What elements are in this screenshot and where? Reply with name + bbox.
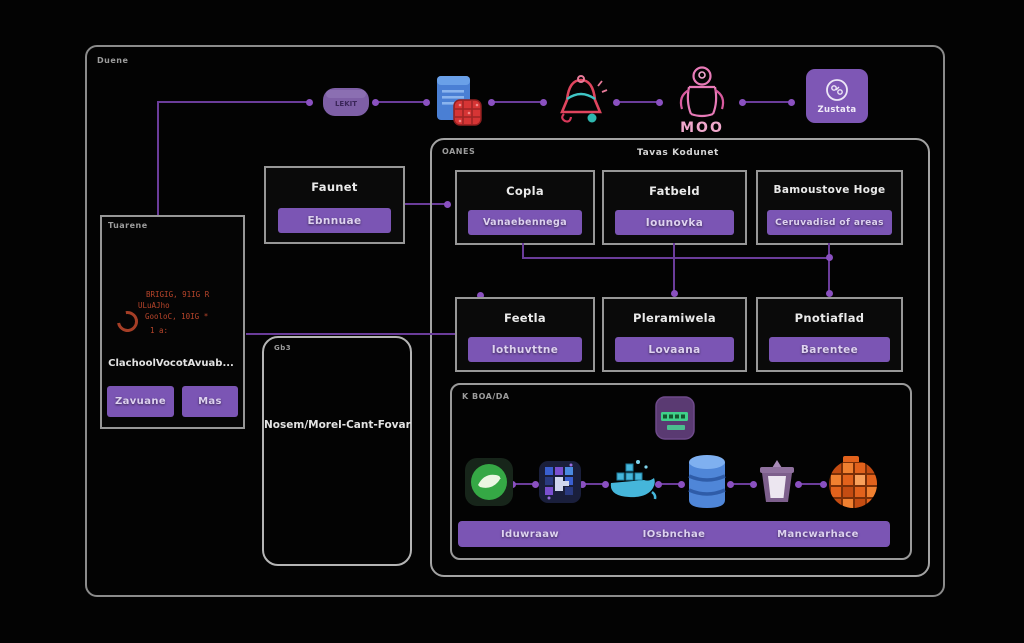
connector-line xyxy=(157,103,159,216)
arrow-dot xyxy=(826,254,833,261)
box-pnotiaflad: Pnotiaflad Barentee xyxy=(756,297,903,372)
connector-line xyxy=(512,483,538,485)
bamoustove-button[interactable]: Ceruvadisd of areas xyxy=(767,210,892,235)
box-title: Pnotiaflad xyxy=(794,311,865,325)
connector-line xyxy=(582,483,608,485)
note-text: Nosem/Morel-Cant-Fovar xyxy=(264,419,411,431)
app-tile-button[interactable]: Zustata xyxy=(806,69,868,123)
box-title: Fatbeld xyxy=(649,184,700,198)
arrow-dot xyxy=(477,292,484,299)
connector-line xyxy=(616,101,662,103)
arrow-dot xyxy=(579,481,586,488)
copla-button[interactable]: Vanaebennega xyxy=(468,210,582,235)
bar-label: Iduwraaw xyxy=(500,528,560,540)
connector-line xyxy=(730,483,756,485)
green-node-icon xyxy=(465,457,513,511)
arrow-dot xyxy=(826,290,833,297)
connector-line xyxy=(673,243,675,294)
purple-cylinder-icon: LEKIT xyxy=(322,85,370,123)
pixel-chip-icon xyxy=(538,460,582,508)
app-tile-label: Zustata xyxy=(817,104,857,115)
arrow-dot xyxy=(671,290,678,297)
pipeline-panel xyxy=(450,383,912,560)
box-title: Feetla xyxy=(504,311,546,325)
arrow-dot xyxy=(372,99,379,106)
box-fatbeld: Fatbeld Iounovka xyxy=(602,170,747,245)
box-bamoustove: Bamoustove Hoge Ceruvadisd of areas xyxy=(756,170,903,245)
panel-label: OANES xyxy=(442,147,476,156)
feetla-button[interactable]: Iothuvttne xyxy=(468,337,582,362)
arrow-dot xyxy=(540,99,547,106)
connector-line xyxy=(798,483,826,485)
bar-label: IOsbnchae xyxy=(642,528,706,540)
code-line: ULuAJho xyxy=(138,301,170,310)
arrow-dot xyxy=(656,99,663,106)
frame-label: Duene xyxy=(97,56,129,65)
box-pleramiwela: Pleramiwela Lovaana xyxy=(602,297,747,372)
box-faunet: Faunet Ebnnuae xyxy=(264,166,405,244)
arrow-dot xyxy=(602,481,609,488)
arrow-dot xyxy=(820,481,827,488)
arrow-dot xyxy=(655,481,662,488)
arrow-dot xyxy=(788,99,795,106)
box-title: Pleramiwela xyxy=(633,311,716,325)
arrow-dot xyxy=(423,99,430,106)
box-title: Copla xyxy=(506,184,544,198)
terminal-label: Tuarene xyxy=(108,221,148,230)
box-copla: Copla Vanaebennega xyxy=(455,170,595,245)
waffle-grid-icon xyxy=(826,454,880,514)
connector-line xyxy=(742,101,794,103)
box-title: Faunet xyxy=(311,180,358,194)
pnotiaflad-button[interactable]: Barentee xyxy=(769,337,890,362)
pleramiwela-button[interactable]: Lovaana xyxy=(615,337,734,362)
connector-line xyxy=(374,101,428,103)
note-label: Gb3 xyxy=(274,344,292,352)
document-brick-icon xyxy=(430,74,484,132)
connector-line xyxy=(828,243,830,294)
zavuane-button[interactable]: Zavuane xyxy=(107,386,174,417)
box-title: Bamoustove Hoge xyxy=(773,184,886,196)
arrow-dot xyxy=(532,481,539,488)
docker-whale-icon xyxy=(608,458,658,508)
main-panel xyxy=(430,138,930,577)
connector-line xyxy=(522,257,830,259)
arrow-dot xyxy=(678,481,685,488)
bar-label: Mancwarhace xyxy=(777,528,859,540)
connector-line xyxy=(405,203,449,205)
faunet-button[interactable]: Ebnnuae xyxy=(278,208,391,233)
mas-button[interactable]: Mas xyxy=(182,386,238,417)
bucket-icon xyxy=(756,458,798,510)
code-line: GooloC, 10IG * xyxy=(145,312,209,321)
arrow-dot xyxy=(613,99,620,106)
connector-line xyxy=(522,243,524,259)
database-icon xyxy=(684,452,730,516)
note-box xyxy=(262,336,412,566)
arrow-dot xyxy=(750,481,757,488)
fatbeld-button[interactable]: Iounovka xyxy=(615,210,734,235)
code-line: BRIGIG, 91IG R xyxy=(146,290,210,299)
arrow-dot xyxy=(306,99,313,106)
moo-figure-icon: MOO xyxy=(668,62,736,140)
arrow-dot xyxy=(444,201,451,208)
box-feetla: Feetla Iothuvttne xyxy=(455,297,595,372)
connector-line xyxy=(490,101,546,103)
connector-line xyxy=(658,483,684,485)
connector-line xyxy=(246,333,482,335)
arrow-dot xyxy=(727,481,734,488)
outer-frame xyxy=(85,45,945,597)
arrow-dot xyxy=(795,481,802,488)
code-line: 1 a: xyxy=(150,326,169,335)
arrow-dot xyxy=(488,99,495,106)
pipeline-label: K BOA/DA xyxy=(462,392,510,401)
moo-label: MOO xyxy=(680,120,724,136)
panel-title: Tavas Kodunet xyxy=(637,148,719,158)
bell-icon xyxy=(552,72,610,132)
connector-line xyxy=(157,101,310,103)
arrow-dot xyxy=(739,99,746,106)
badge-chip-icon xyxy=(652,395,698,445)
cluster-icon xyxy=(826,78,848,101)
terminal-caption: ClachoolVocotAvuab... xyxy=(108,358,234,369)
cylinder-label: LEKIT xyxy=(335,100,357,108)
pipeline-bar[interactable]: Iduwraaw IOsbnchae Mancwarhace xyxy=(458,521,890,547)
